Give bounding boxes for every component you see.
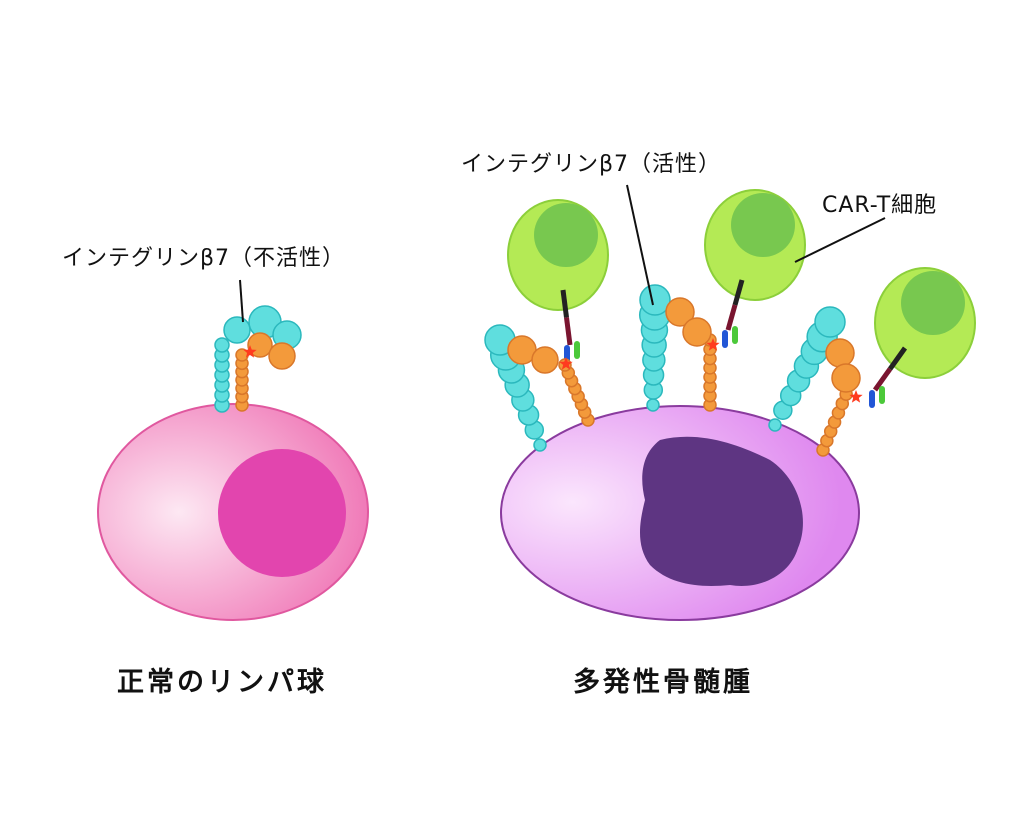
domain (682, 317, 712, 347)
domain (814, 306, 846, 338)
normal-lymphocyte (97, 403, 369, 621)
domain (825, 338, 855, 368)
scfv-heavy (869, 390, 875, 408)
integrin-chain (768, 306, 846, 432)
domain (533, 438, 547, 452)
car-t-nucleus (534, 203, 598, 267)
activation-star-icon (559, 357, 573, 370)
scfv-light (879, 386, 885, 404)
integrin-chain (825, 338, 861, 393)
label-inactive-integrin: インテグリンβ7（不活性） (62, 246, 346, 271)
leader-inactive (239, 279, 244, 323)
car-receptor (560, 289, 580, 363)
car-t-cells (507, 189, 976, 408)
leader-active (626, 184, 654, 306)
integrin-chain (223, 305, 302, 350)
integrin-chain (558, 358, 595, 427)
scfv-heavy (722, 330, 728, 348)
myeloma-nucleus (640, 436, 803, 586)
car-receptor (722, 279, 745, 348)
car-transmembrane (560, 289, 569, 318)
domain (768, 418, 782, 432)
domain (223, 316, 251, 344)
domain (268, 342, 296, 370)
integrin-chain (214, 337, 230, 413)
normal-nucleus (218, 449, 346, 577)
integrin-chain (665, 297, 712, 347)
domain (639, 284, 671, 316)
scfv-light (574, 341, 580, 359)
leader-car-t (794, 217, 886, 263)
title-multiple-myeloma: 多発性骨髄腫 (573, 667, 753, 698)
domain (831, 363, 861, 393)
activation-star-icon (706, 338, 720, 351)
car-hinge (725, 304, 738, 331)
domain (214, 337, 230, 353)
car-hinge (564, 317, 573, 346)
domain (665, 297, 695, 327)
myeloma-cell (500, 405, 860, 621)
domain (646, 398, 660, 412)
car-t-nucleus (901, 271, 965, 335)
integrin-chain (638, 284, 671, 412)
car-hinge (872, 367, 893, 392)
integrin-chain (235, 348, 249, 412)
integrins (214, 284, 863, 457)
domain (531, 346, 559, 374)
activation-star-icon (243, 345, 257, 358)
car-t-nucleus (731, 193, 795, 257)
label-car-t: CAR-T細胞 (822, 193, 938, 218)
car-transmembrane (887, 346, 908, 371)
car-transmembrane (732, 279, 745, 306)
car-receptor (869, 346, 908, 408)
integrin-chain (507, 335, 559, 374)
label-active-integrin: インテグリンβ7（活性） (461, 152, 722, 177)
scfv-light (732, 326, 738, 344)
activation-star-icon (849, 390, 863, 403)
title-normal-lymphocyte: 正常のリンパ球 (117, 667, 327, 698)
